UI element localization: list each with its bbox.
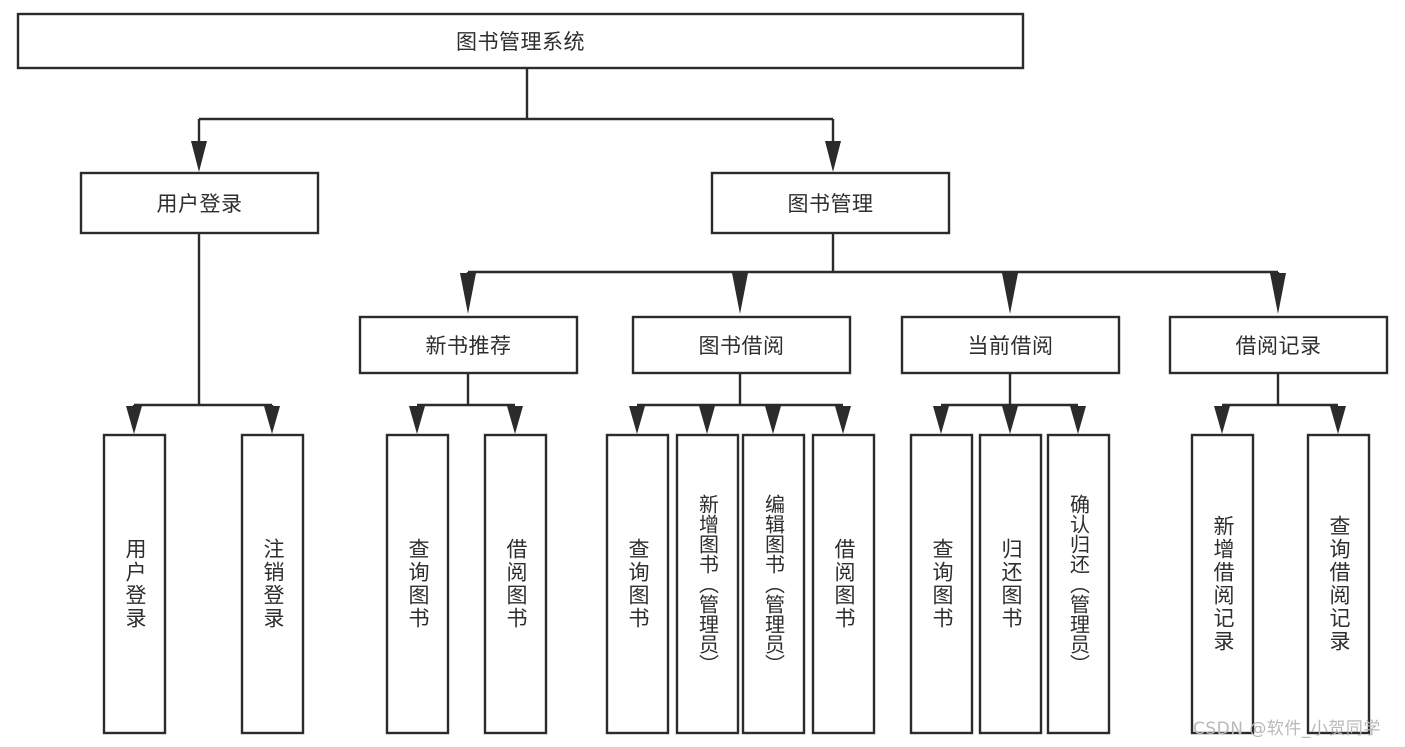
- leaf-query-book-2-box[interactable]: [605, 433, 670, 735]
- leaf-user-logout-box[interactable]: [240, 433, 305, 735]
- leaf-query-book-3-box[interactable]: [909, 433, 974, 735]
- leaf-return-book-box[interactable]: [978, 433, 1043, 735]
- arrowhead-book-manage: [825, 141, 841, 172]
- arrowhead-cb-child-1: [933, 406, 949, 434]
- arrowhead-leaf-user-logout: [264, 406, 280, 434]
- leaf-edit-book-box[interactable]: [741, 433, 806, 735]
- leaf-confirm-return-box[interactable]: [1046, 433, 1111, 735]
- node-borrow-record-box[interactable]: [1168, 315, 1389, 375]
- arrowhead-br-child-1: [1214, 406, 1230, 434]
- arrowhead-bb-child-1: [629, 406, 645, 434]
- leaf-borrow-book-2-box[interactable]: [811, 433, 876, 735]
- arrowhead-new-book-recommend: [460, 273, 476, 314]
- leaf-query-record-box[interactable]: [1306, 433, 1371, 735]
- leaf-add-book-box[interactable]: [675, 433, 740, 735]
- leaf-add-record-box[interactable]: [1190, 433, 1255, 735]
- node-book-manage-box[interactable]: [710, 171, 951, 235]
- leaf-query-book-1-box[interactable]: [385, 433, 450, 735]
- arrowhead-leaf-user-login: [126, 406, 142, 434]
- arrowhead-br-child-2: [1330, 406, 1346, 434]
- leaf-borrow-book-1-box[interactable]: [483, 433, 548, 735]
- node-new-book-recommend-box[interactable]: [358, 315, 579, 375]
- arrowhead-user-login: [191, 141, 207, 172]
- arrowhead-cb-child-2: [1002, 406, 1018, 434]
- leaf-user-login-box[interactable]: [102, 433, 167, 735]
- arrowhead-bb-child-2: [699, 406, 715, 434]
- node-root-box[interactable]: [16, 12, 1025, 70]
- node-user-login-box[interactable]: [79, 171, 320, 235]
- arrowhead-nbr-child-2: [507, 406, 523, 434]
- arrowhead-nbr-child-1: [409, 406, 425, 434]
- arrowhead-book-borrow: [732, 273, 748, 314]
- arrowhead-borrow-record: [1270, 273, 1286, 314]
- csdn-watermark: CSDN @软件_小贺同学: [1193, 719, 1381, 739]
- arrowhead-cb-child-3: [1070, 406, 1086, 434]
- arrowhead-bb-child-3: [765, 406, 781, 434]
- node-book-borrow-box[interactable]: [631, 315, 852, 375]
- arrowhead-current-borrow: [1002, 273, 1018, 314]
- arrowhead-bb-child-4: [835, 406, 851, 434]
- node-current-borrow-box[interactable]: [900, 315, 1121, 375]
